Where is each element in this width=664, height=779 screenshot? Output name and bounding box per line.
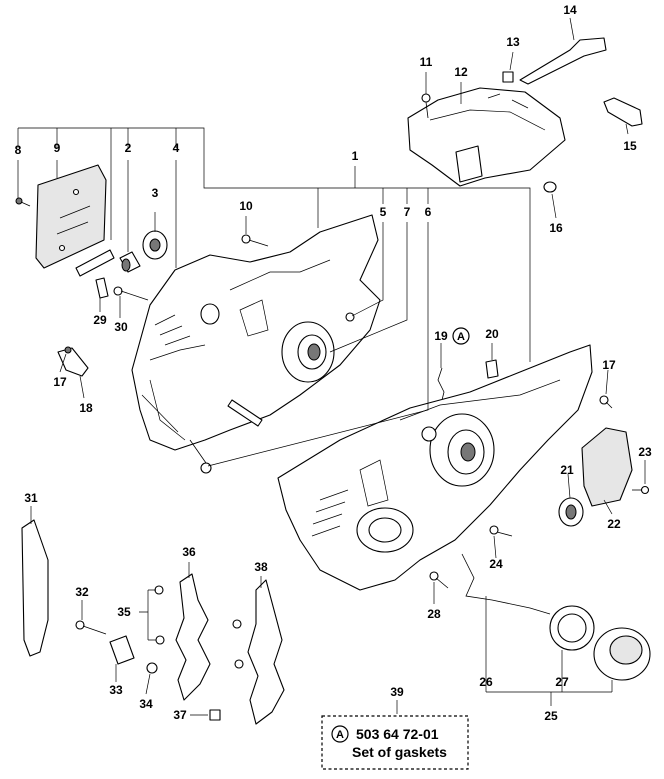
callout-1: 1 (352, 149, 359, 163)
part-34-nut (146, 662, 158, 674)
part-22-cover (581, 427, 633, 507)
part-18-clip (57, 347, 89, 377)
callout-17-left: 17 (53, 375, 67, 389)
callout-4: 4 (173, 141, 180, 155)
part-17-screw-left (64, 346, 72, 354)
part-32-bolt (75, 620, 107, 635)
part-10-screw (241, 234, 269, 247)
callout-19: 19 (434, 329, 448, 343)
callout-labels: 1 2 3 4 5 7 6 8 9 10 11 12 13 14 15 16 1… (15, 3, 652, 723)
part-31-plate (21, 519, 49, 657)
callout-10: 10 (239, 199, 253, 213)
callout-33: 33 (109, 683, 123, 697)
callout-22: 22 (607, 517, 621, 531)
callout-30: 30 (114, 320, 128, 334)
callout-31: 31 (24, 491, 38, 505)
callout-26: 26 (479, 675, 493, 689)
part-9-cover-plate (35, 164, 107, 269)
part-38-bumper (247, 579, 285, 725)
part-26-rod (461, 553, 551, 615)
callout-3: 3 (152, 186, 159, 200)
callout-34: 34 (139, 697, 153, 711)
part-23-screw (632, 485, 650, 495)
part-13-nut (502, 71, 514, 83)
callout-11: 11 (420, 55, 433, 69)
part-35-screws (154, 585, 244, 669)
callout-28: 28 (427, 607, 441, 621)
callout-36: 36 (182, 545, 196, 559)
callout-7: 7 (404, 205, 411, 219)
callout-38: 38 (254, 560, 268, 574)
part-36-bumper (175, 573, 211, 701)
callout-6: 6 (425, 205, 432, 219)
part-20-bushing (485, 359, 499, 379)
callout-8: 8 (15, 143, 22, 157)
callout-16: 16 (549, 221, 563, 235)
part-12-tank-housing (407, 87, 566, 187)
part-28-bolt (429, 571, 449, 589)
callout-5: 5 (380, 205, 387, 219)
part-15-bracket (603, 97, 643, 127)
callout-32: 32 (75, 585, 89, 599)
part-27-gasket (549, 605, 595, 651)
part-30-bolt (113, 286, 149, 301)
note-marker-letter: A (336, 729, 344, 741)
callout-12: 12 (454, 65, 468, 79)
callout-9: 9 (54, 141, 61, 155)
callout-2: 2 (125, 141, 132, 155)
part-33-sleeve (109, 635, 135, 665)
note-part-number: 503 64 72-01 (356, 726, 439, 742)
part-24-screw (489, 525, 513, 537)
part-8-screw (15, 197, 31, 207)
callout-13: 13 (506, 35, 520, 49)
gasket-set-note: A 503 64 72-01 Set of gaskets (321, 715, 469, 770)
callout-17-right: 17 (602, 358, 616, 372)
callout-14: 14 (563, 3, 577, 17)
part-1-crankcase-right (277, 344, 593, 591)
callout-29: 29 (93, 313, 107, 327)
callout-23: 23 (638, 445, 652, 459)
callout-18: 18 (79, 401, 93, 415)
part-25-cap (593, 627, 651, 681)
callout-20: 20 (485, 327, 499, 341)
part-1-crankcase-left (131, 214, 381, 474)
gasket-set-marker: A (452, 327, 470, 345)
part-4-bushing (119, 251, 141, 273)
part-16-plug (543, 181, 557, 193)
note-description: Set of gaskets (352, 744, 447, 760)
part-37-nut (209, 709, 221, 721)
part-29-sleeve (95, 277, 109, 299)
callout-37: 37 (173, 708, 187, 722)
callout-27: 27 (555, 675, 569, 689)
callout-21: 21 (560, 463, 574, 477)
part-11-screw (421, 93, 431, 119)
callout-24: 24 (489, 557, 503, 571)
part-3-bearing (142, 230, 168, 260)
part-2-pin (75, 249, 115, 277)
part-21-seal (558, 497, 584, 527)
callout-15: 15 (623, 139, 637, 153)
leader-lines (17, 17, 646, 716)
part-14-lever (519, 37, 607, 85)
callout-35: 35 (117, 605, 131, 619)
callout-25: 25 (544, 709, 558, 723)
part-17-screw-right (599, 395, 613, 409)
callout-39: 39 (390, 685, 404, 699)
marker-letter: A (457, 331, 465, 343)
